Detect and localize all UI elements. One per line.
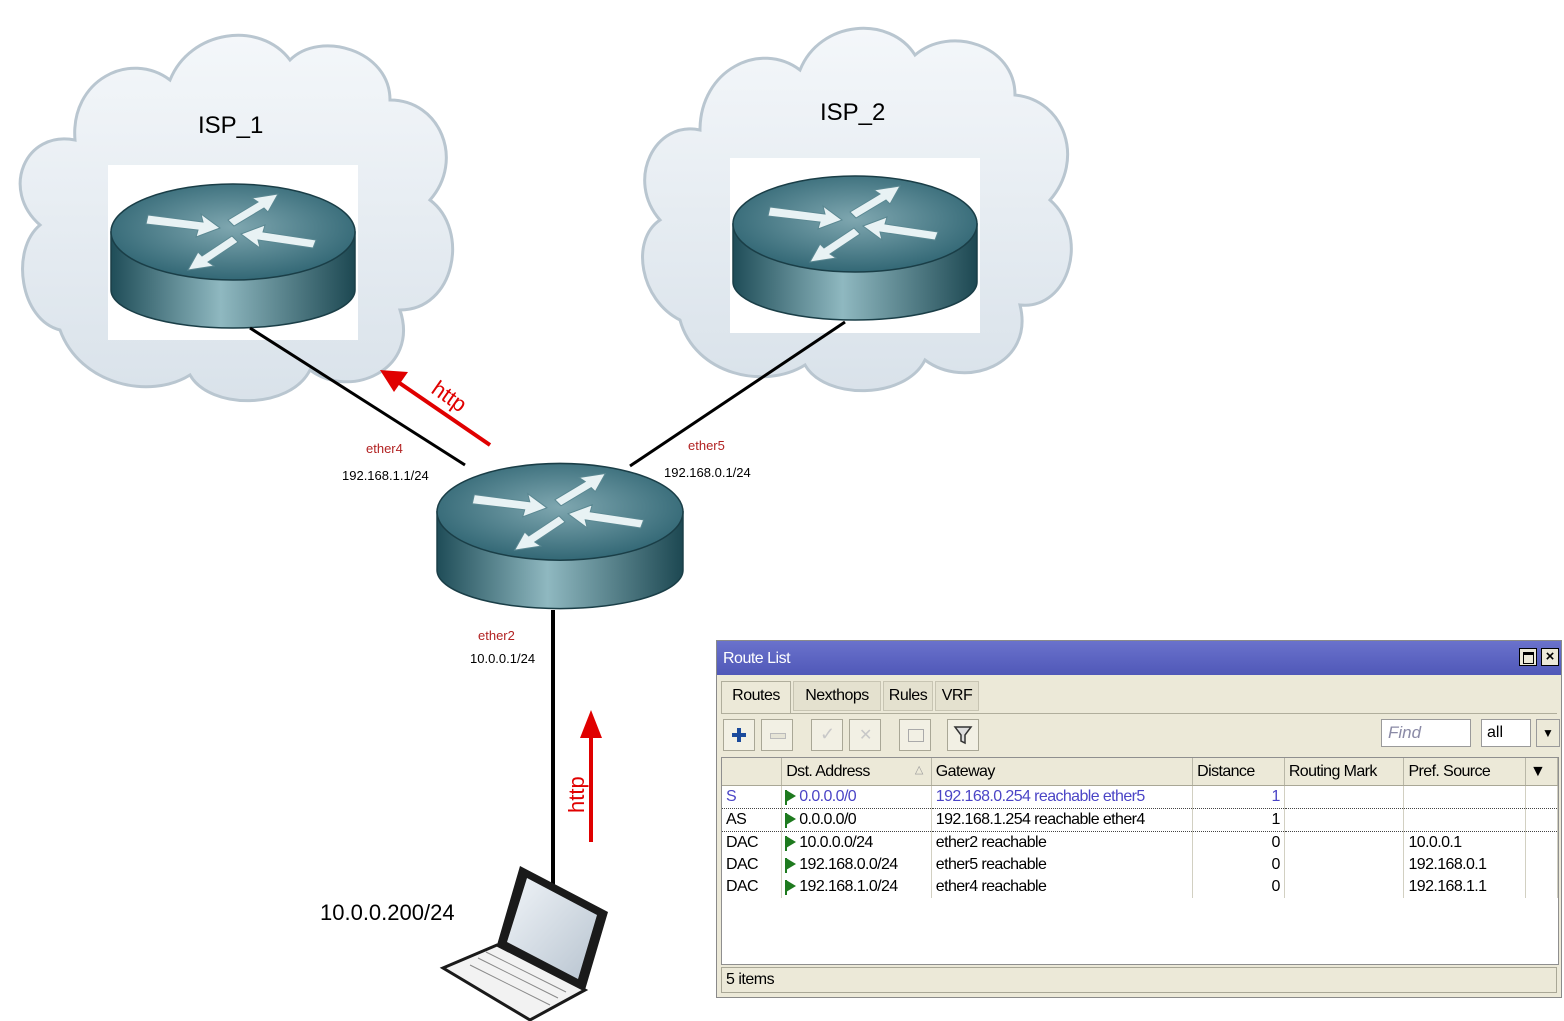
column-header-routing-mark[interactable]: Routing Mark [1284,758,1405,786]
route-pref-source: 192.168.1.1 [1403,876,1527,898]
route-dst: 10.0.0.0/24 [799,834,873,851]
http-arrow-upstream [380,370,492,447]
filter-select[interactable]: all [1481,719,1531,747]
column-header-label: Dst. Address [786,762,870,780]
find-field[interactable] [1381,719,1476,747]
window-titlebar[interactable]: Route List × [717,641,1561,675]
column-header-dst-address[interactable]: Dst. Address △ [781,758,932,786]
ether5-label: ether5 [688,438,725,453]
table-row[interactable]: DAC 192.168.1.0/24 ether4 reachable 0 19… [722,876,1558,898]
ether2-ip: 10.0.0.1/24 [470,651,535,666]
close-icon[interactable]: × [1541,648,1559,666]
tab-vrf[interactable]: VRF [935,681,979,711]
table-row[interactable]: S 0.0.0.0/0 192.168.0.254 reachable ethe… [722,785,1558,809]
route-dst: 192.168.1.0/24 [799,878,898,895]
isp2-label: ISP_2 [820,99,885,126]
find-input[interactable] [1382,720,1476,746]
tab-routes[interactable]: Routes [721,681,791,714]
route-flags: AS [722,808,783,832]
window-title: Route List [723,650,791,667]
filter-icon[interactable] [947,719,979,751]
route-distance: 0 [1192,876,1285,898]
isp1-label: ISP_1 [198,112,263,139]
table-row[interactable]: DAC 192.168.0.0/24 ether5 reachable 0 19… [722,854,1558,876]
ether2-label: ether2 [478,628,515,643]
tab-nexthops[interactable]: Nexthops [793,681,881,711]
add-icon[interactable] [723,719,755,751]
comment-icon[interactable] [899,719,931,751]
column-chooser-icon[interactable]: ▼ [1525,758,1558,786]
ether5-ip: 192.168.0.1/24 [664,465,751,480]
route-table: Dst. Address △ Gateway Distance Routing M… [721,757,1559,965]
ether4-label: ether4 [366,441,403,456]
route-dst: 0.0.0.0/0 [799,788,857,805]
route-gateway: ether5 reachable [931,854,1194,876]
route-gateway: 192.168.1.254 reachable ether4 [931,808,1194,832]
link-ether4 [249,326,466,467]
route-routing-mark [1284,808,1405,832]
status-bar: 5 items [721,967,1557,993]
dropdown-icon[interactable]: ▼ [1536,719,1560,747]
route-active-flag-icon [785,836,797,851]
laptop-ip-label: 10.0.0.200/24 [320,900,455,925]
route-flags: DAC [722,876,783,898]
core-router-icon [436,462,684,610]
route-routing-mark [1284,785,1405,809]
route-routing-mark [1284,854,1405,876]
column-header-flags[interactable] [722,758,783,786]
route-active-flag-icon [785,858,797,873]
column-header-pref-source[interactable]: Pref. Source [1403,758,1527,786]
ether4-ip: 192.168.1.1/24 [342,468,429,483]
sort-asc-icon: △ [914,763,923,776]
route-dst: 192.168.0.0/24 [799,856,898,873]
route-pref-source: 192.168.0.1 [1403,854,1527,876]
http-label-upstream: http [427,376,471,418]
route-pref-source [1403,808,1527,832]
route-active-flag-icon [785,790,797,805]
column-header-gateway[interactable]: Gateway [931,758,1194,786]
http-label-lan: http [564,776,589,813]
route-pref-source: 10.0.0.1 [1403,831,1527,854]
table-row[interactable]: DAC 10.0.0.0/24 ether2 reachable 0 10.0.… [722,831,1558,854]
route-pref-source [1403,785,1527,809]
route-gateway: 192.168.0.254 reachable ether5 [931,785,1194,809]
route-distance: 1 [1192,808,1285,832]
route-flags: DAC [722,854,783,876]
route-distance: 1 [1192,785,1285,809]
link-ether5 [629,320,846,468]
route-list-window: Route List × Routes Nexthops Rules VRF a… [716,640,1562,998]
route-gateway: ether2 reachable [931,831,1194,854]
toolbar: all ▼ [721,717,1560,753]
item-count: 5 items [726,971,775,988]
route-flags: DAC [722,831,783,854]
remove-icon[interactable] [761,719,793,751]
route-gateway: ether4 reachable [931,876,1194,898]
column-header-distance[interactable]: Distance [1192,758,1285,786]
route-distance: 0 [1192,831,1285,854]
maximize-icon[interactable] [1519,648,1537,666]
isp2-router-icon [732,175,978,321]
tab-rules[interactable]: Rules [883,681,933,711]
enable-icon[interactable] [811,719,843,751]
route-flags: S [722,785,783,809]
route-distance: 0 [1192,854,1285,876]
route-routing-mark [1284,876,1405,898]
http-arrow-lan [580,710,602,842]
isp2-cloud [641,26,1073,393]
isp1-router-icon [110,183,356,329]
disable-icon[interactable] [849,719,881,751]
route-routing-mark [1284,831,1405,854]
route-active-flag-icon [785,880,797,895]
isp1-cloud [18,33,454,403]
laptop-icon [439,866,608,1021]
route-active-flag-icon [785,813,797,828]
table-row[interactable]: AS 0.0.0.0/0 192.168.1.254 reachable eth… [722,808,1558,832]
route-dst: 0.0.0.0/0 [799,811,857,828]
table-header-row: Dst. Address △ Gateway Distance Routing M… [722,758,1558,786]
